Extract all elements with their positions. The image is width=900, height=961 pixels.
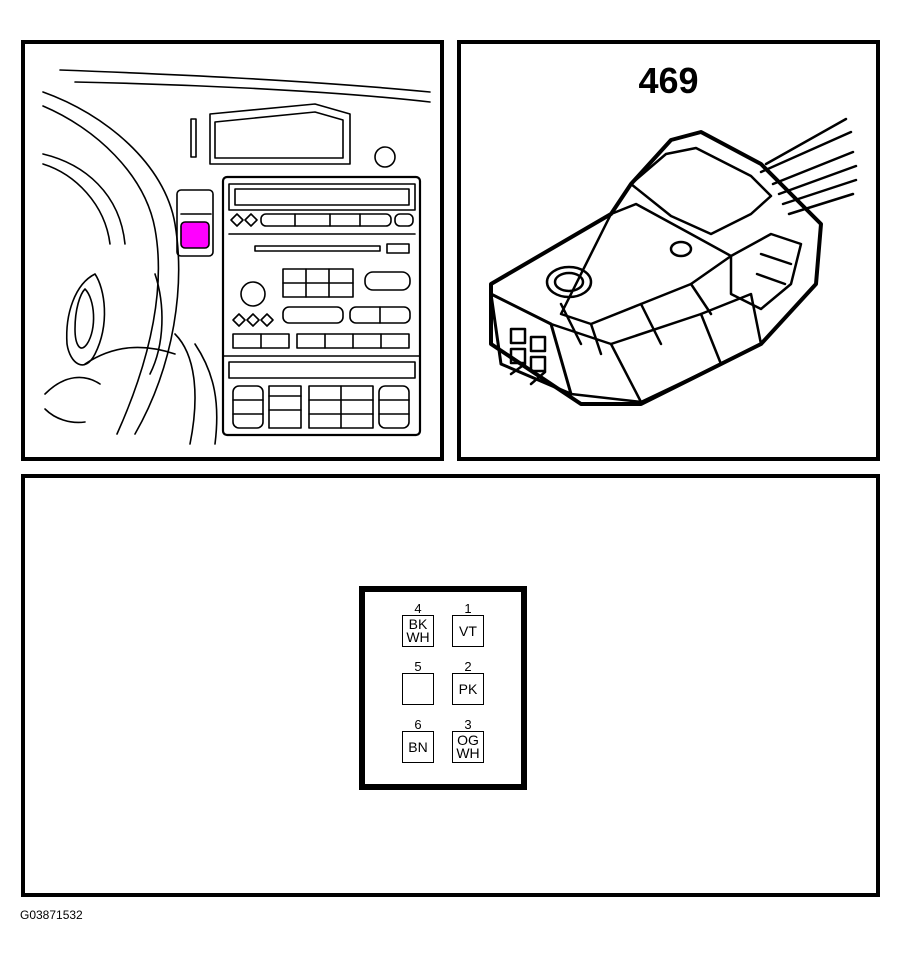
pin-cell: OG WH xyxy=(452,731,484,763)
connector-illustration xyxy=(489,117,858,406)
pinout-panel: 4 BK WH 1 VT 5 2 PK 6 BN 3 OG WH xyxy=(21,474,880,897)
pin-number: 2 xyxy=(464,659,472,674)
pin-number: 4 xyxy=(414,601,422,616)
location-panel xyxy=(21,40,444,461)
pin-cell xyxy=(402,673,434,705)
connector-panel: 469 xyxy=(457,40,880,461)
connector-pin-face: 4 BK WH 1 VT 5 2 PK 6 BN 3 OG WH xyxy=(359,586,527,790)
pin-cell: BK WH xyxy=(402,615,434,647)
pin-number: 1 xyxy=(464,601,472,616)
wire-color: VT xyxy=(459,622,477,639)
wire-color: PK xyxy=(458,680,478,697)
pin-cell: PK xyxy=(452,673,484,705)
pin-cell: BN xyxy=(402,731,434,763)
wire-color-stripe: WH xyxy=(456,745,480,761)
pin-number: 6 xyxy=(414,717,422,732)
wire-color-stripe: WH xyxy=(406,629,430,645)
wire-color: BK xyxy=(408,616,428,632)
pin-number: 5 xyxy=(414,659,422,674)
connector-number: 469 xyxy=(638,60,699,101)
dashboard-illustration xyxy=(42,69,431,445)
pin-number: 3 xyxy=(464,717,472,732)
wire-color: OG xyxy=(457,732,479,748)
wire-color: BN xyxy=(408,738,428,755)
pin-cell: VT xyxy=(452,615,484,647)
figure-id: G03871532 xyxy=(20,908,83,922)
